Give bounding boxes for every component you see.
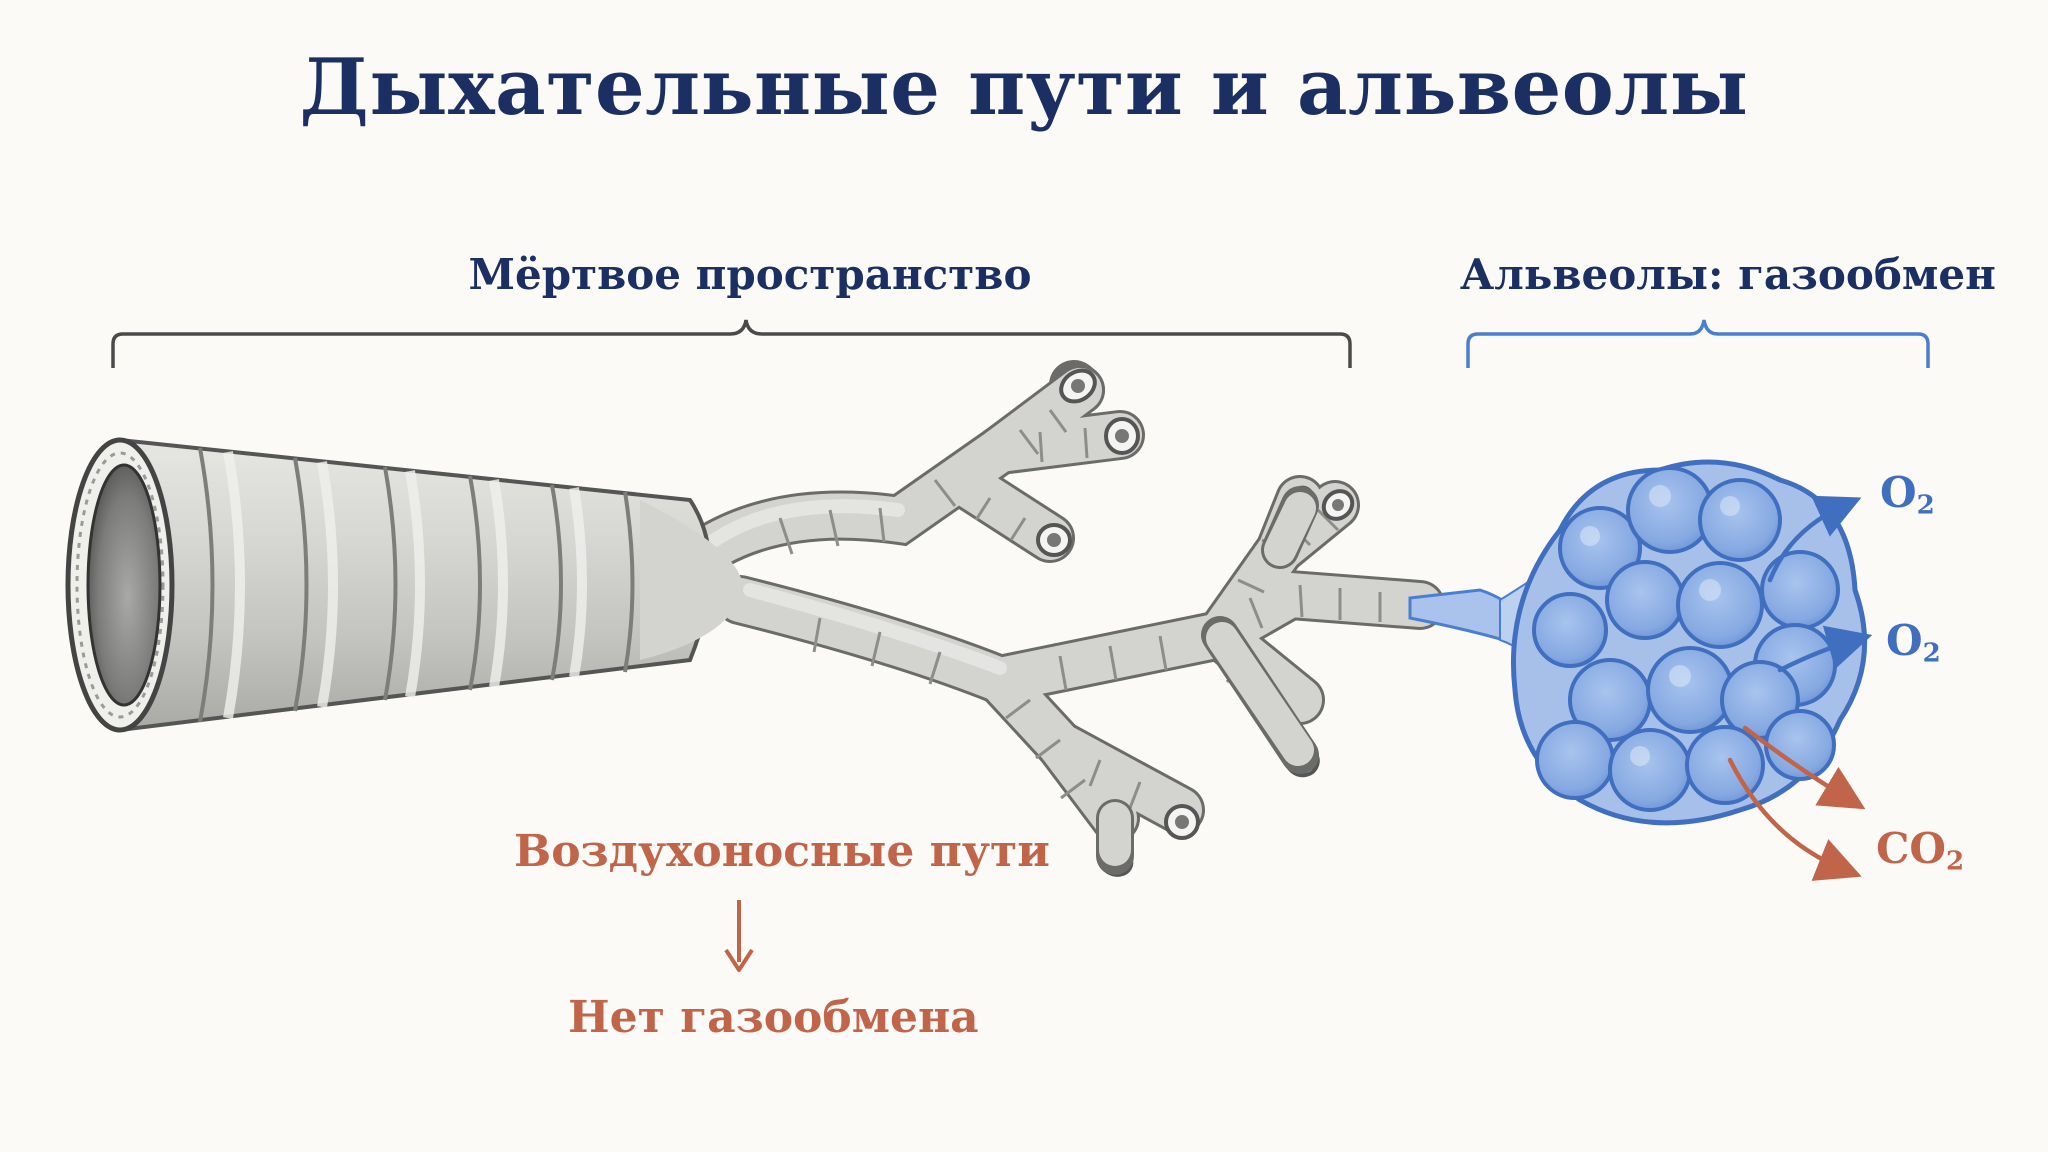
o2-symbol: O	[1886, 616, 1923, 665]
o2-arrow-mid	[1777, 625, 1873, 673]
dead-space-label: Мёртвое пространство	[468, 250, 1032, 299]
no-gas-exchange-label: Нет газообмена	[568, 992, 979, 1043]
o2-label-mid: O2	[1886, 616, 1941, 669]
bronchial-tree	[655, 360, 1445, 877]
alveolar-sac	[1408, 459, 1868, 826]
co2-label: CO2	[1876, 824, 1964, 877]
gas-exchange-arrows	[1727, 495, 1873, 881]
trachea	[65, 437, 743, 733]
alveoli-bracket	[1466, 319, 1930, 368]
co2-arrow-lower	[1727, 757, 1862, 881]
diagram-title: Дыхательные пути и альвеолы	[299, 42, 1749, 133]
o2-label-top: O2	[1880, 468, 1935, 521]
co2-subscript: 2	[1946, 846, 1965, 877]
o2-subscript: 2	[1922, 638, 1941, 669]
down-arrow	[724, 900, 754, 972]
co2-arrow-upper	[1742, 725, 1866, 810]
co2-symbol: CO	[1876, 824, 1947, 873]
dead-space-bracket	[111, 319, 1352, 368]
o2-subscript: 2	[1916, 490, 1935, 521]
airways-label: Воздухоносные пути	[514, 826, 1050, 877]
o2-arrow-top	[1767, 495, 1862, 583]
alveoli-label: Альвеолы: газообмен	[1460, 250, 1996, 299]
o2-symbol: O	[1880, 468, 1917, 517]
